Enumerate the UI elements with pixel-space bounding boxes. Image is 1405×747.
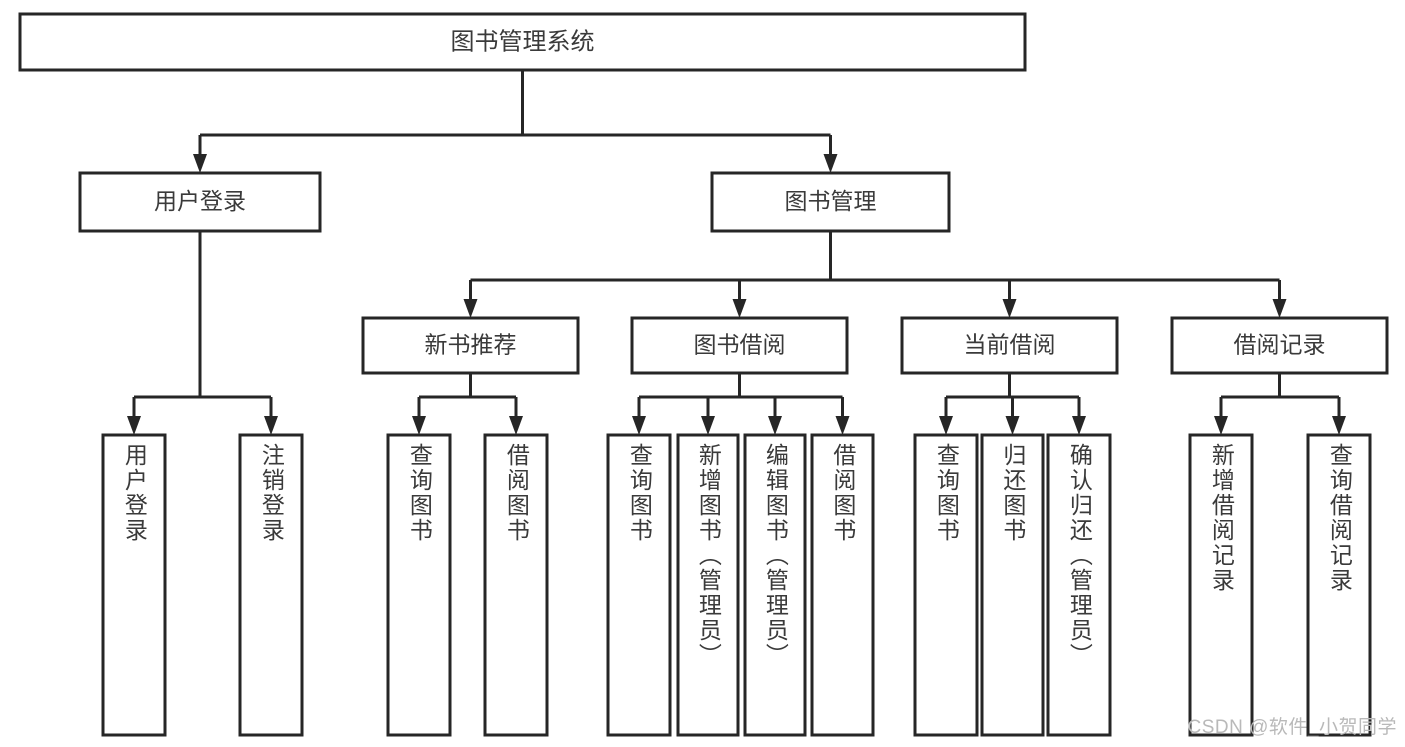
arrow-head-icon — [1072, 416, 1086, 435]
arrow-head-icon — [1272, 299, 1287, 318]
node-box-query-borrow-record[interactable] — [1306, 433, 1372, 737]
arrow-head-icon — [412, 416, 426, 435]
arrow-head-icon — [732, 299, 747, 318]
node-label-current-borrow: 当前借阅 — [964, 332, 1056, 358]
arrow-head-icon — [632, 416, 646, 435]
arrow-head-icon — [939, 416, 953, 435]
node-box-edit-book-admin[interactable] — [743, 433, 807, 737]
node-label-new-book-recommend: 新书推荐 — [425, 332, 517, 358]
node-box-new-book-recommend[interactable] — [361, 316, 580, 375]
arrow-head-icon — [1002, 299, 1017, 318]
node-box-book-borrow[interactable] — [630, 316, 849, 375]
node-box-current-borrow[interactable] — [900, 316, 1119, 375]
node-box-borrow-record[interactable] — [1170, 316, 1389, 375]
node-box-add-borrow-record[interactable] — [1188, 433, 1254, 737]
arrow-head-icon — [264, 416, 278, 435]
node-box-root[interactable] — [18, 12, 1027, 72]
node-label-book-management: 图书管理 — [785, 188, 877, 214]
arrow-head-icon — [1005, 416, 1020, 435]
arrow-head-icon — [1332, 416, 1346, 435]
node-box-add-book-admin[interactable] — [676, 433, 740, 737]
arrow-head-icon — [463, 299, 478, 318]
node-box-user-logout-action[interactable] — [238, 433, 304, 737]
node-box-query-book-2[interactable] — [606, 433, 672, 737]
node-box-user-login-action[interactable] — [101, 433, 167, 737]
node-box-query-book-1[interactable] — [386, 433, 452, 737]
node-box-book-management[interactable] — [710, 171, 951, 233]
node-box-borrow-book-2[interactable] — [810, 433, 875, 737]
arrow-head-icon — [1214, 416, 1228, 435]
node-label-user-login: 用户登录 — [154, 188, 246, 214]
node-box-borrow-book-1[interactable] — [483, 433, 549, 737]
arrow-head-icon — [823, 154, 838, 173]
node-label-borrow-record: 借阅记录 — [1234, 332, 1326, 358]
arrow-head-icon — [768, 416, 782, 435]
csdn-watermark: CSDN @软件_小贺同学 — [1187, 717, 1397, 738]
node-label-book-borrow: 图书借阅 — [694, 332, 786, 358]
arrow-head-icon — [127, 416, 141, 435]
arrow-head-icon — [509, 416, 523, 435]
node-box-query-book-3[interactable] — [913, 433, 979, 737]
arrow-head-icon — [193, 154, 207, 173]
node-box-return-book[interactable] — [980, 433, 1045, 737]
node-label-root: 图书管理系统 — [451, 28, 595, 55]
arrow-head-icon — [835, 416, 850, 435]
arrow-head-icon — [701, 416, 715, 435]
node-box-confirm-return-admin[interactable] — [1046, 433, 1112, 737]
